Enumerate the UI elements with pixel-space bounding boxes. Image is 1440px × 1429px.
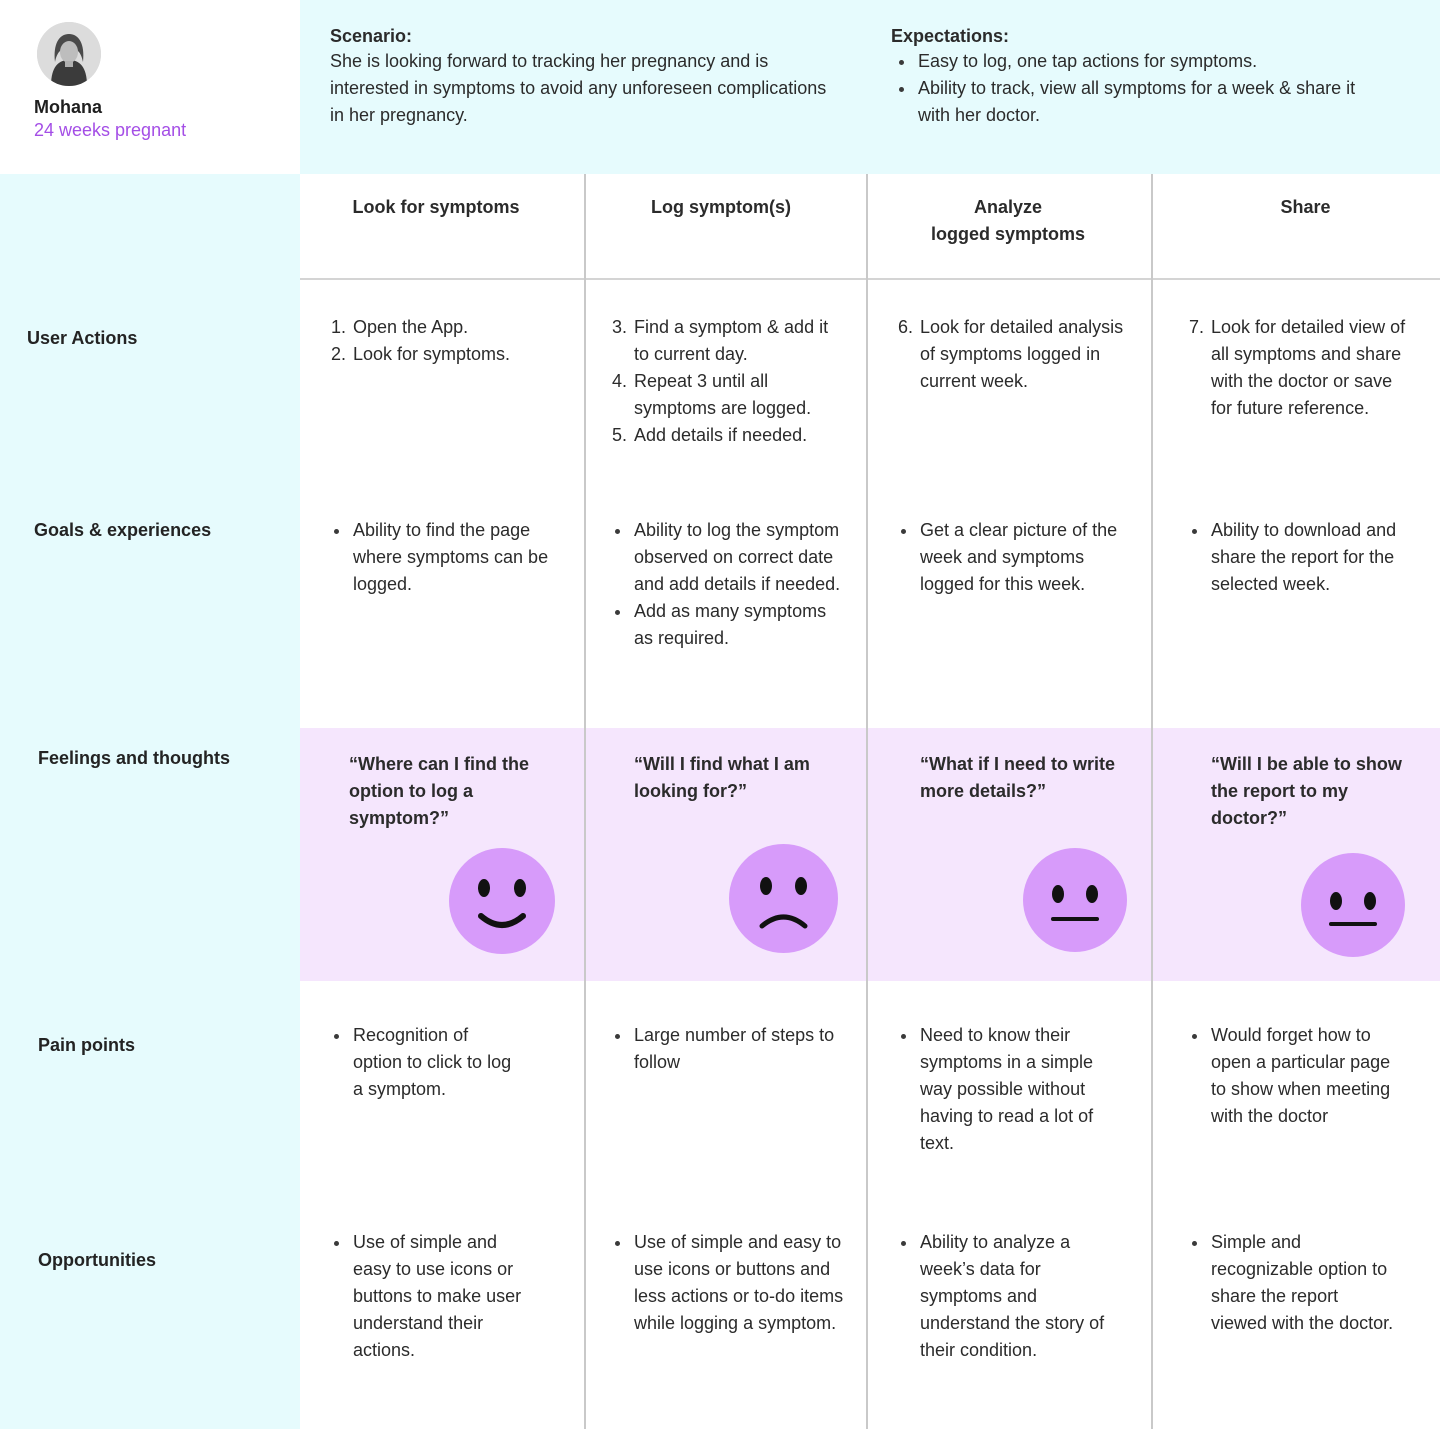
- goal-item: Ability to find the page where symptoms …: [331, 517, 556, 598]
- user-actions-cell: 7.Look for detailed view of all symptoms…: [1189, 314, 1411, 422]
- goals-cell: Ability to download and share the report…: [1189, 517, 1411, 598]
- user-actions-cell: 3.Find a symptom & add it to current day…: [612, 314, 842, 449]
- opportunities-cell: Simple and recognizable option to share …: [1189, 1229, 1394, 1337]
- row-label-pain-points: Pain points: [38, 1035, 136, 1055]
- persona-status: 24 weeks pregnant: [34, 120, 187, 140]
- sad-face-icon: [729, 844, 838, 953]
- header-panel: [300, 0, 1440, 174]
- neutral-face-icon: [1023, 848, 1127, 952]
- pain-point-item: Large number of steps to follow: [612, 1022, 837, 1076]
- row-label-goals: Goals & experiences: [34, 520, 212, 540]
- opportunity-item: Ability to analyze a week’s data for sym…: [898, 1229, 1113, 1364]
- feeling-quote: “Will I find what I am looking for?”: [634, 754, 810, 801]
- opportunity-item: Use of simple and easy to use icons or b…: [612, 1229, 844, 1337]
- stage-share: Share: [1280, 197, 1331, 217]
- stage-header-divider: [300, 278, 1440, 280]
- goals-cell: Ability to log the symptom observed on c…: [612, 517, 844, 652]
- opportunity-item: Simple and recognizable option to share …: [1189, 1229, 1394, 1337]
- scenario-block: Scenario: She is looking forward to trac…: [330, 24, 850, 129]
- action-step: 6.Look for detailed analysis of symptoms…: [898, 317, 1124, 391]
- feeling-quote: “Where can I find the option to log a sy…: [349, 754, 530, 828]
- stage-analyze: Analyze logged symptoms: [868, 194, 1148, 248]
- goal-item: Add as many symptoms as required.: [612, 598, 844, 652]
- user-actions-cell: 1.Open the App. 2.Look for symptoms.: [331, 314, 556, 368]
- stage-look-for-symptoms: Look for symptoms: [352, 197, 520, 217]
- pain-points-cell: Recognition of option to click to log a …: [331, 1022, 521, 1103]
- pain-points-cell: Need to know their symptoms in a simple …: [898, 1022, 1118, 1157]
- goal-item: Get a clear picture of the week and symp…: [898, 517, 1118, 598]
- column-divider: [866, 174, 868, 1429]
- scenario-label: Scenario:: [330, 26, 413, 46]
- opportunities-cell: Ability to analyze a week’s data for sym…: [898, 1229, 1113, 1364]
- happy-face-icon: [449, 848, 555, 954]
- expectation-item: Ability to track, view all symptoms for …: [896, 75, 1391, 129]
- action-step: 1.Open the App.: [331, 317, 469, 337]
- row-label-feelings: Feelings and thoughts: [38, 748, 230, 768]
- action-step: 5.Add details if needed.: [612, 425, 808, 445]
- action-step: 7.Look for detailed view of all symptoms…: [1189, 317, 1406, 418]
- action-step: 3.Find a symptom & add it to current day…: [612, 317, 829, 364]
- expectation-item: Easy to log, one tap actions for symptom…: [896, 48, 1391, 75]
- opportunities-cell: Use of simple and easy to use icons or b…: [612, 1229, 844, 1337]
- stage-analyze-line1: Analyze: [973, 197, 1043, 217]
- avatar: [37, 22, 101, 86]
- action-step: 4.Repeat 3 until all symptoms are logged…: [612, 371, 812, 418]
- row-label-user-actions: User Actions: [27, 328, 138, 348]
- pain-point-item: Recognition of option to click to log a …: [331, 1022, 521, 1103]
- feeling-quote: “What if I need to write more details?”: [920, 754, 1116, 801]
- stage-analyze-line2: logged symptoms: [930, 224, 1086, 244]
- pain-points-cell: Would forget how to open a particular pa…: [1189, 1022, 1399, 1130]
- user-actions-cell: 6.Look for detailed analysis of symptoms…: [898, 314, 1130, 395]
- stage-log-symptoms: Log symptom(s): [650, 197, 791, 217]
- opportunities-cell: Use of simple and easy to use icons or b…: [331, 1229, 531, 1364]
- pain-point-item: Need to know their symptoms in a simple …: [898, 1022, 1118, 1157]
- expectations-list: Easy to log, one tap actions for symptom…: [891, 48, 1391, 129]
- pain-point-item: Would forget how to open a particular pa…: [1189, 1022, 1399, 1130]
- pain-points-cell: Large number of steps to follow: [612, 1022, 837, 1076]
- goal-item: Ability to download and share the report…: [1189, 517, 1411, 598]
- opportunity-item: Use of simple and easy to use icons or b…: [331, 1229, 531, 1364]
- goals-cell: Ability to find the page where symptoms …: [331, 517, 556, 598]
- scenario-text: She is looking forward to tracking her p…: [330, 51, 827, 125]
- neutral-face-icon: [1301, 853, 1405, 957]
- persona-name: Mohana: [34, 97, 103, 117]
- goals-cell: Get a clear picture of the week and symp…: [898, 517, 1118, 598]
- column-divider: [1151, 174, 1153, 1429]
- expectations-block: Expectations: Easy to log, one tap actio…: [891, 24, 1411, 129]
- column-divider: [584, 174, 586, 1429]
- row-label-opportunities: Opportunities: [38, 1250, 156, 1270]
- row-label-panel: [0, 174, 300, 1429]
- feeling-quote: “Will I be able to show the report to my…: [1211, 754, 1402, 828]
- goal-item: Ability to log the symptom observed on c…: [612, 517, 844, 598]
- expectations-label: Expectations:: [891, 26, 1010, 46]
- action-step: 2.Look for symptoms.: [331, 344, 511, 364]
